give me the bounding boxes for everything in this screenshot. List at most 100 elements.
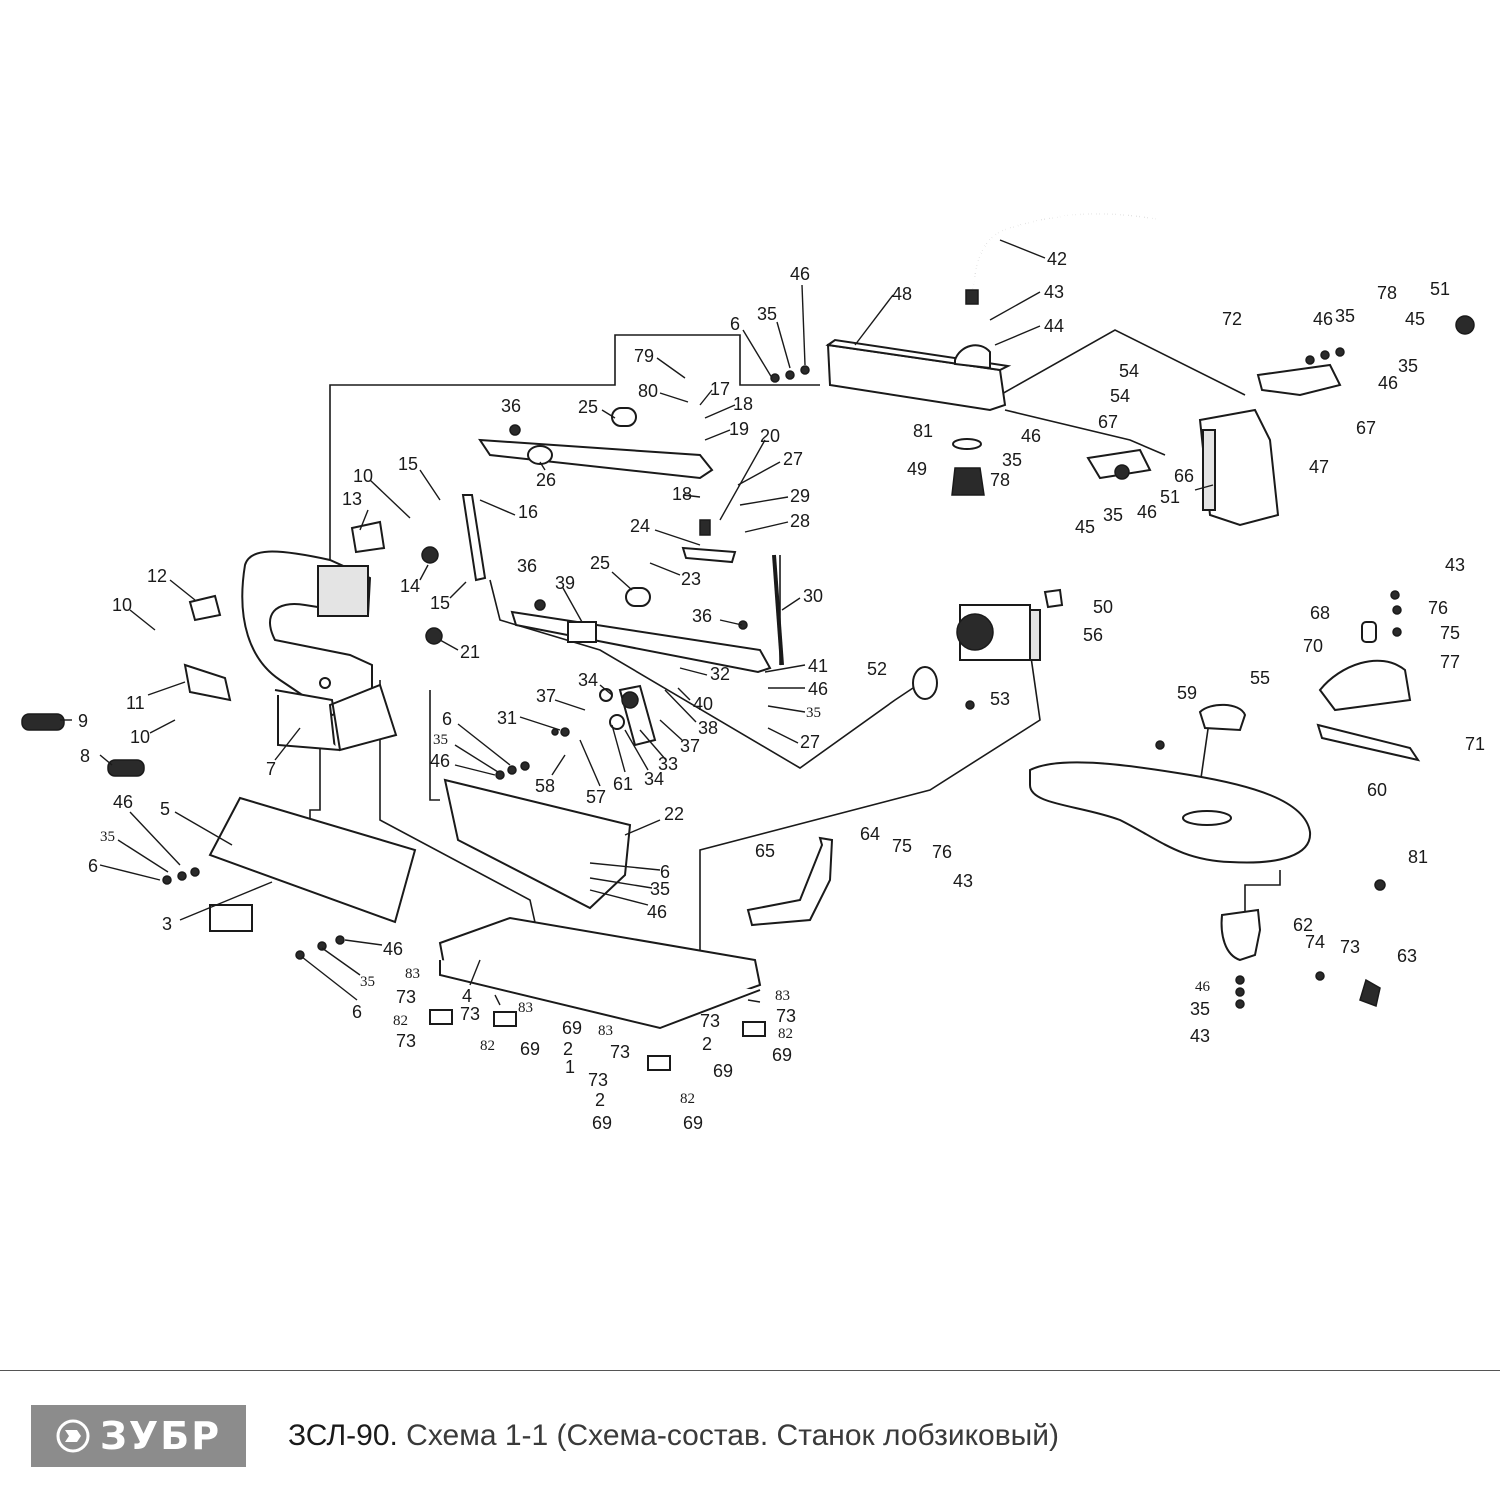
callout: 75 (1440, 623, 1460, 643)
bellows (951, 438, 985, 496)
callout: 43 (1190, 1026, 1210, 1046)
callout: 69 (520, 1039, 540, 1059)
callout: 10 (130, 727, 150, 747)
callout: 42 (1047, 249, 1067, 269)
callout: 55 (1250, 668, 1270, 688)
callout: 68 (1310, 603, 1330, 623)
motor (956, 588, 1064, 661)
callout: 73 (1340, 937, 1360, 957)
callout: 46 (1313, 309, 1333, 329)
blade-guard (1316, 621, 1421, 762)
callout: 76 (932, 842, 952, 862)
callout: 13 (342, 489, 362, 509)
lower-arm (510, 587, 772, 674)
callout: 66 (1174, 466, 1194, 486)
base (438, 916, 762, 1030)
callouts: 46 48 42 43 44 35 6 79 80 17 18 19 20 25… (78, 249, 1485, 1133)
callout: 75 (892, 836, 912, 856)
callout: 67 (1098, 412, 1118, 432)
fasteners (162, 347, 1402, 1009)
callout: 37 (680, 736, 700, 756)
callout: 27 (783, 449, 803, 469)
callout: 10 (112, 595, 132, 615)
callout: 74 (1305, 932, 1325, 952)
callout: 32 (710, 664, 730, 684)
callout: 46 (790, 264, 810, 284)
callout: 45 (1405, 309, 1425, 329)
callout: 33 (658, 754, 678, 774)
callout: 50 (1093, 597, 1113, 617)
callout: 10 (353, 466, 373, 486)
blade-holder (681, 519, 737, 564)
callout: 36 (501, 396, 521, 416)
callout: 46 (1021, 426, 1041, 446)
callout: 73 (396, 987, 416, 1007)
callout: 6 (660, 862, 670, 882)
callout: 8 (80, 746, 90, 766)
callout: 7 (266, 759, 276, 779)
callout: 29 (790, 486, 810, 506)
callout: 2 (702, 1034, 712, 1054)
callout: 46 (808, 679, 828, 699)
callout: 83 (775, 988, 790, 1004)
callout: 12 (147, 566, 167, 586)
callout: 24 (630, 516, 650, 536)
callout: 46 (430, 751, 450, 771)
callout: 43 (953, 871, 973, 891)
callout: 57 (586, 787, 606, 807)
callout: 56 (1083, 625, 1103, 645)
callout: 81 (1408, 847, 1428, 867)
callout: 18 (672, 484, 692, 504)
assembly-lines (309, 329, 1281, 950)
callout: 70 (1303, 636, 1323, 656)
table-trunnion (1220, 908, 1381, 1008)
callout: 54 (1119, 361, 1139, 381)
callout: 71 (1465, 734, 1485, 754)
callout: 4 (462, 986, 472, 1006)
callout: 69 (592, 1113, 612, 1133)
callout: 62 (1293, 915, 1313, 935)
callout: 58 (535, 776, 555, 796)
callout: 82 (480, 1038, 495, 1054)
callout: 73 (396, 1031, 416, 1051)
callout: 3 (162, 914, 172, 934)
callout: 73 (776, 1006, 796, 1026)
callout: 72 (1222, 309, 1242, 329)
callout: 23 (681, 569, 701, 589)
callout: 36 (517, 556, 537, 576)
callout: 78 (990, 470, 1010, 490)
callout: 46 (113, 792, 133, 812)
callout: 39 (555, 573, 575, 593)
callout: 2 (595, 1090, 605, 1110)
callout: 27 (800, 732, 820, 752)
upper-arm (478, 407, 714, 480)
callout: 43 (1445, 555, 1465, 575)
callout: 45 (1075, 517, 1095, 537)
callout: 81 (913, 421, 933, 441)
callout: 46 (383, 939, 403, 959)
blade-guard-bracket (1256, 315, 1475, 397)
leader-lines (60, 239, 1214, 1006)
callout: 44 (1044, 316, 1064, 336)
callout: 22 (664, 804, 684, 824)
callout: 60 (1367, 780, 1387, 800)
callout: 69 (713, 1061, 733, 1081)
callout: 35 (1190, 999, 1210, 1019)
callout: 6 (730, 314, 740, 334)
upper-arm-housing (825, 338, 1012, 412)
callout: 46 (1137, 502, 1157, 522)
callout: 35 (1398, 356, 1418, 376)
callout: 1 (565, 1057, 575, 1077)
eccentric-assembly (599, 684, 657, 747)
callout: 83 (405, 966, 420, 982)
callout: 65 (755, 841, 775, 861)
callout: 49 (907, 459, 927, 479)
callout: 21 (460, 642, 480, 662)
callout: 35 (1103, 505, 1123, 525)
callout: 46 (647, 902, 667, 922)
callout: 35 (1002, 450, 1022, 470)
callout: 14 (400, 576, 420, 596)
callout: 82 (680, 1091, 695, 1107)
callout: 41 (808, 656, 828, 676)
callout: 51 (1430, 279, 1450, 299)
